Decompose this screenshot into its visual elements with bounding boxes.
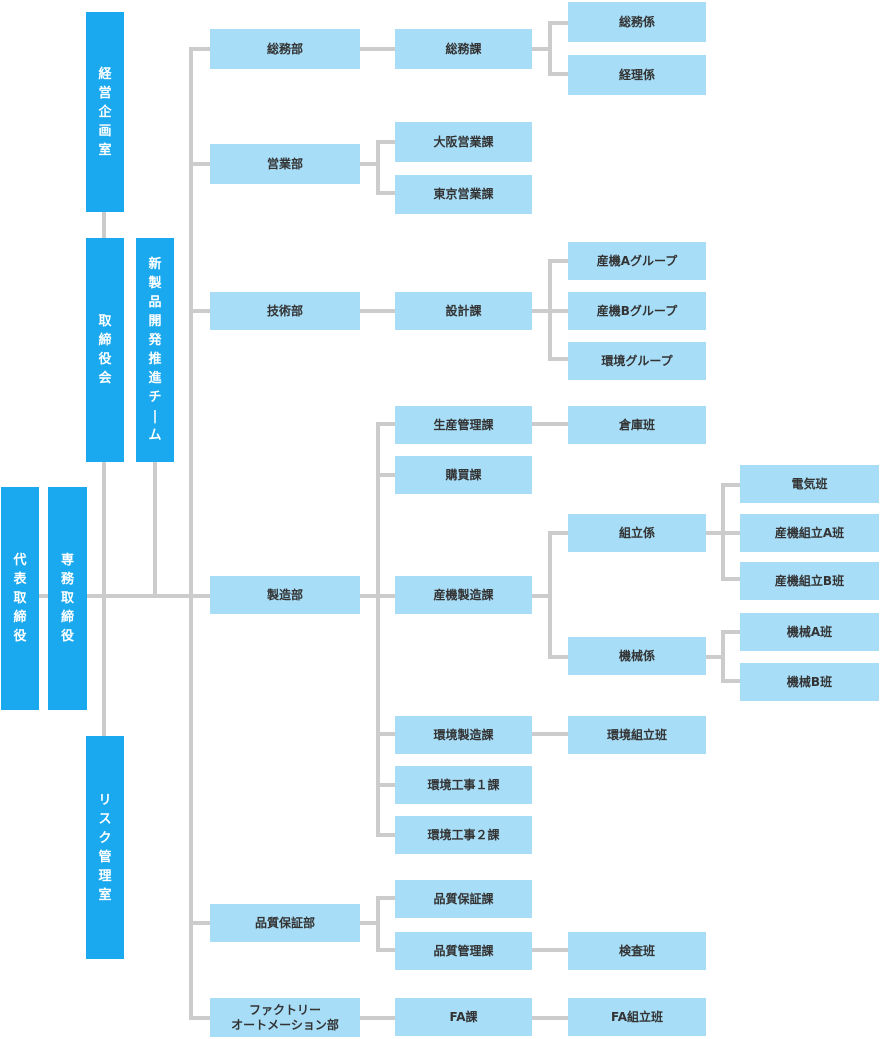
unit-inspection: 検査班 <box>568 932 706 970</box>
dept-manufacturing: 製造部 <box>210 576 360 614</box>
section-design: 設計課 <box>395 292 532 330</box>
unit-assembly: 組立係 <box>568 514 706 552</box>
connector-line <box>189 162 211 166</box>
connector-line <box>376 594 396 598</box>
section-qc: 品質管理課 <box>395 932 532 970</box>
connector-line <box>548 21 569 25</box>
section-env-mfg: 環境製造課 <box>395 716 532 754</box>
connector-line <box>153 462 157 596</box>
corp-planning-box: 経営企画室 <box>86 12 124 212</box>
connector-line <box>376 896 380 952</box>
connector-line <box>376 948 396 952</box>
connector-line <box>360 162 378 166</box>
connector-line <box>376 473 396 477</box>
connector-line <box>532 732 569 736</box>
section-purchasing: 購買課 <box>395 456 532 494</box>
connector-line <box>721 531 741 535</box>
senior-md-box: 専務取締役 <box>48 487 87 710</box>
unit-env-assembly: 環境組立班 <box>568 716 706 754</box>
connector-line <box>376 422 380 837</box>
unit-fa-assembly: FA組立班 <box>568 998 706 1036</box>
connector-line <box>189 47 211 51</box>
connector-line <box>189 47 193 1020</box>
group-environment: 環境グループ <box>568 342 706 380</box>
connector-line <box>548 655 569 659</box>
connector-line <box>705 531 723 535</box>
connector-line <box>360 921 378 925</box>
section-qa: 品質保証課 <box>395 880 532 918</box>
connector-line <box>548 309 569 313</box>
section-tokyo-sales: 東京営業課 <box>395 175 532 214</box>
section-fa: FA課 <box>395 998 532 1036</box>
connector-line <box>721 577 741 581</box>
connector-line <box>376 191 396 195</box>
connector-line <box>360 47 396 51</box>
connector-line <box>548 531 569 535</box>
connector-line <box>376 896 396 900</box>
section-env-works-1: 環境工事１課 <box>395 766 532 804</box>
connector-line <box>39 594 48 598</box>
connector-line <box>376 140 396 144</box>
connector-line <box>548 259 569 263</box>
connector-line <box>548 531 552 659</box>
connector-line <box>532 309 549 313</box>
section-general-affairs: 総務課 <box>395 29 532 69</box>
team-machinery-a: 機械A班 <box>740 613 879 651</box>
connector-line <box>548 357 569 361</box>
connector-line <box>189 309 211 313</box>
group-industrial-b: 産機Bグループ <box>568 292 706 330</box>
section-env-works-2: 環境工事２課 <box>395 816 532 854</box>
ceo-box: 代表取締役 <box>1 487 39 710</box>
group-industrial-a: 産機Aグループ <box>568 242 706 280</box>
team-industrial-assembly-a: 産機組立A班 <box>740 514 879 552</box>
dept-general-affairs: 総務部 <box>210 29 360 69</box>
connector-line <box>532 47 549 51</box>
team-electrical: 電気班 <box>740 465 879 503</box>
connector-line <box>376 422 396 426</box>
connector-line <box>548 72 569 76</box>
section-industrial-mfg: 産機製造課 <box>395 576 532 614</box>
risk-mgmt-box: リスク管理室 <box>86 736 124 959</box>
new-product-team-box: 新製品開発推進チ|ム <box>136 238 174 462</box>
connector-line <box>189 921 211 925</box>
dept-engineering: 技術部 <box>210 292 360 330</box>
unit-accounting: 経理係 <box>568 55 706 95</box>
connector-line <box>376 783 396 787</box>
dept-factory-automation: ファクトリー オートメーション部 <box>210 998 360 1037</box>
team-machinery-b: 機械B班 <box>740 663 879 701</box>
connector-line <box>376 833 396 837</box>
unit-general-affairs: 総務係 <box>568 2 706 42</box>
dept-quality: 品質保証部 <box>210 904 360 942</box>
connector-line <box>721 483 741 487</box>
connector-line <box>532 594 549 598</box>
connector-line <box>87 594 211 598</box>
connector-line <box>189 1016 211 1020</box>
connector-line <box>721 630 741 634</box>
connector-line <box>376 732 396 736</box>
connector-line <box>721 630 725 683</box>
connector-line <box>705 655 723 659</box>
section-production-control: 生産管理課 <box>395 406 532 444</box>
unit-machinery: 機械係 <box>568 637 706 675</box>
connector-line <box>532 422 569 426</box>
board-box: 取締役会 <box>86 238 124 462</box>
connector-line <box>548 21 552 76</box>
section-osaka-sales: 大阪営業課 <box>395 122 532 162</box>
connector-line <box>360 1016 396 1020</box>
connector-line <box>360 594 378 598</box>
connector-line <box>360 309 396 313</box>
connector-line <box>721 679 741 683</box>
connector-line <box>376 140 380 195</box>
dept-sales: 営業部 <box>210 144 360 184</box>
connector-line <box>102 212 106 738</box>
team-industrial-assembly-b: 産機組立B班 <box>740 562 879 600</box>
unit-warehouse: 倉庫班 <box>568 406 706 444</box>
connector-line <box>532 1016 569 1020</box>
connector-line <box>532 948 569 952</box>
